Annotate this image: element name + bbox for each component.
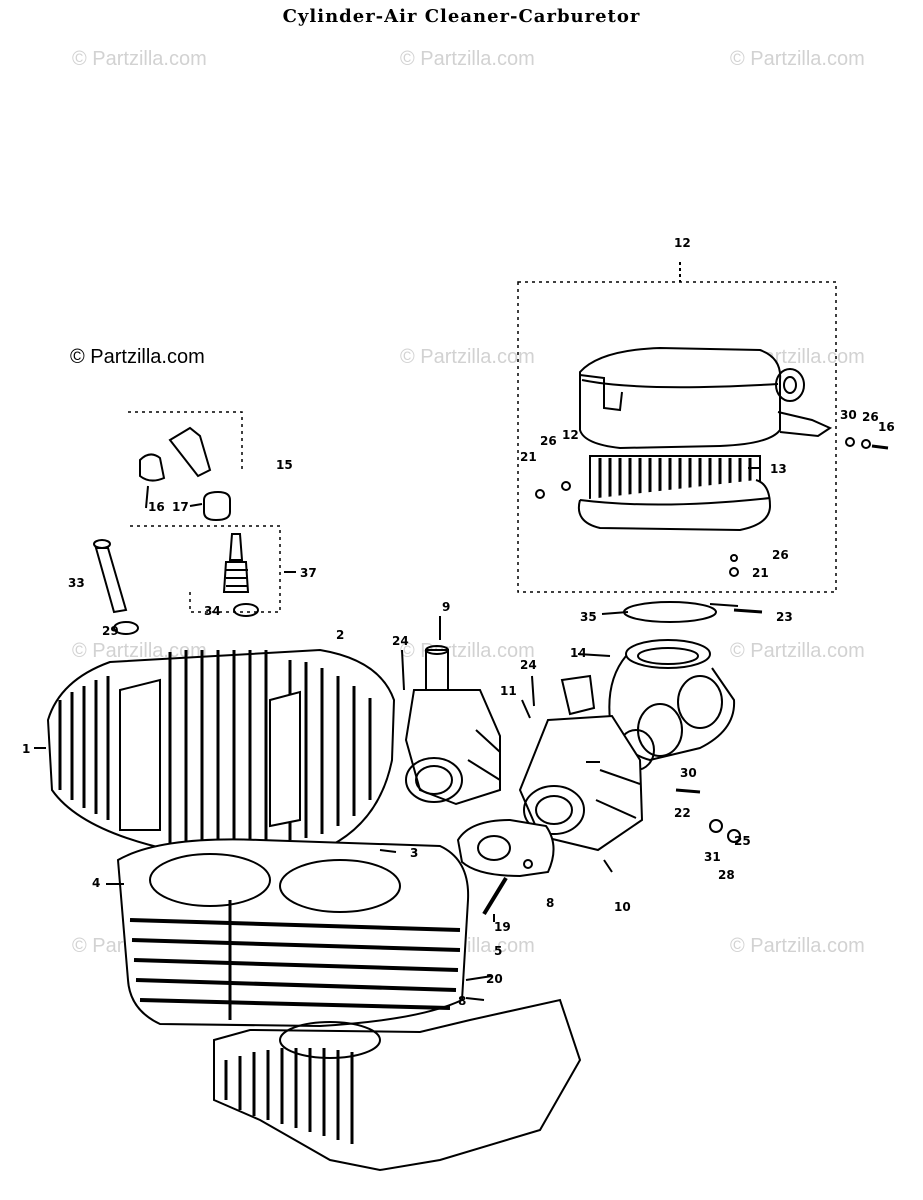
callout-35: 35 [580,610,597,624]
callout-21: 21 [520,450,537,464]
callout-13: 13 [770,462,787,476]
callout-26: 26 [540,434,557,448]
callout-8b: 8 [546,896,555,910]
callout-16: 16 [148,500,165,514]
plug-gasket [233,603,259,617]
cylinder-head [46,648,396,852]
cap-nut [203,490,231,522]
callout-12: 12 [674,236,691,250]
callout-19: 19 [494,920,511,934]
screw [675,788,701,794]
watermark: © Partzilla.com [730,935,865,957]
callout-24b: 24 [520,658,537,672]
callout-17: 17 [172,500,189,514]
callout-14: 14 [570,646,587,660]
watermark: © Partzilla.com [400,346,535,368]
carburetor-right [518,674,644,852]
watermark: © Partzilla.com [72,640,207,662]
diagram-title: Cylinder-Air Cleaner-Carburetor [282,6,641,27]
callout-24: 24 [392,634,409,648]
callout-8: 8 [458,994,467,1008]
callout-2: 2 [336,628,345,642]
nut [729,567,739,577]
nut [727,829,741,843]
carburetor-flange [456,818,555,878]
nut [535,489,545,499]
carburetor-left [404,645,501,806]
callout-20: 20 [486,972,503,986]
spark-plug-cap [139,426,212,482]
washer [730,554,738,562]
callout-23: 23 [776,610,793,624]
callout-12b: 12 [562,428,579,442]
callout-15: 15 [276,458,293,472]
watermark: © Partzilla.com [400,48,535,70]
air-cleaner-group-box [517,281,837,593]
plug-cap-group-box [128,411,243,470]
oil-pipe [93,539,128,614]
callout-16b: 16 [878,420,895,434]
spark-plug [222,533,250,593]
air-cleaner-housing [579,346,833,450]
screw [733,608,763,614]
callout-11: 11 [500,684,517,698]
callout-33: 33 [68,576,85,590]
callout-25: 25 [734,834,751,848]
watermark: © Partzilla.com [72,48,207,70]
watermark: © Partzilla.com [730,48,865,70]
crankcase [213,998,582,1172]
callout-21b: 21 [752,566,769,580]
callout-26b: 26 [772,548,789,562]
hose-band [623,601,717,623]
callout-5: 5 [494,944,503,958]
watermark: © Partzilla.com [730,640,865,662]
watermark-primary: © Partzilla.com [70,346,205,368]
callout-9: 9 [442,600,451,614]
callout-31: 31 [704,850,721,864]
callout-30: 30 [840,408,857,422]
callout-4: 4 [92,876,101,890]
washer [845,437,855,447]
washer [561,481,571,491]
bolt [871,444,889,450]
callout-10: 10 [614,900,631,914]
callout-3: 3 [410,846,419,860]
nut [861,439,871,449]
washer [709,819,723,833]
callout-28: 28 [718,868,735,882]
callout-22: 22 [674,806,691,820]
callout-34: 34 [204,604,221,618]
callout-37: 37 [300,566,317,580]
callout-1: 1 [22,742,31,756]
cylinder-block [116,838,470,1028]
stud-bolt [482,876,508,916]
plug-group-box [130,525,281,613]
callout-30b: 30 [680,766,697,780]
callout-27: 26 [862,410,879,424]
callout-29: 29 [102,624,119,638]
oil-pipe-washer [113,621,139,635]
air-cleaner-base [578,479,772,532]
